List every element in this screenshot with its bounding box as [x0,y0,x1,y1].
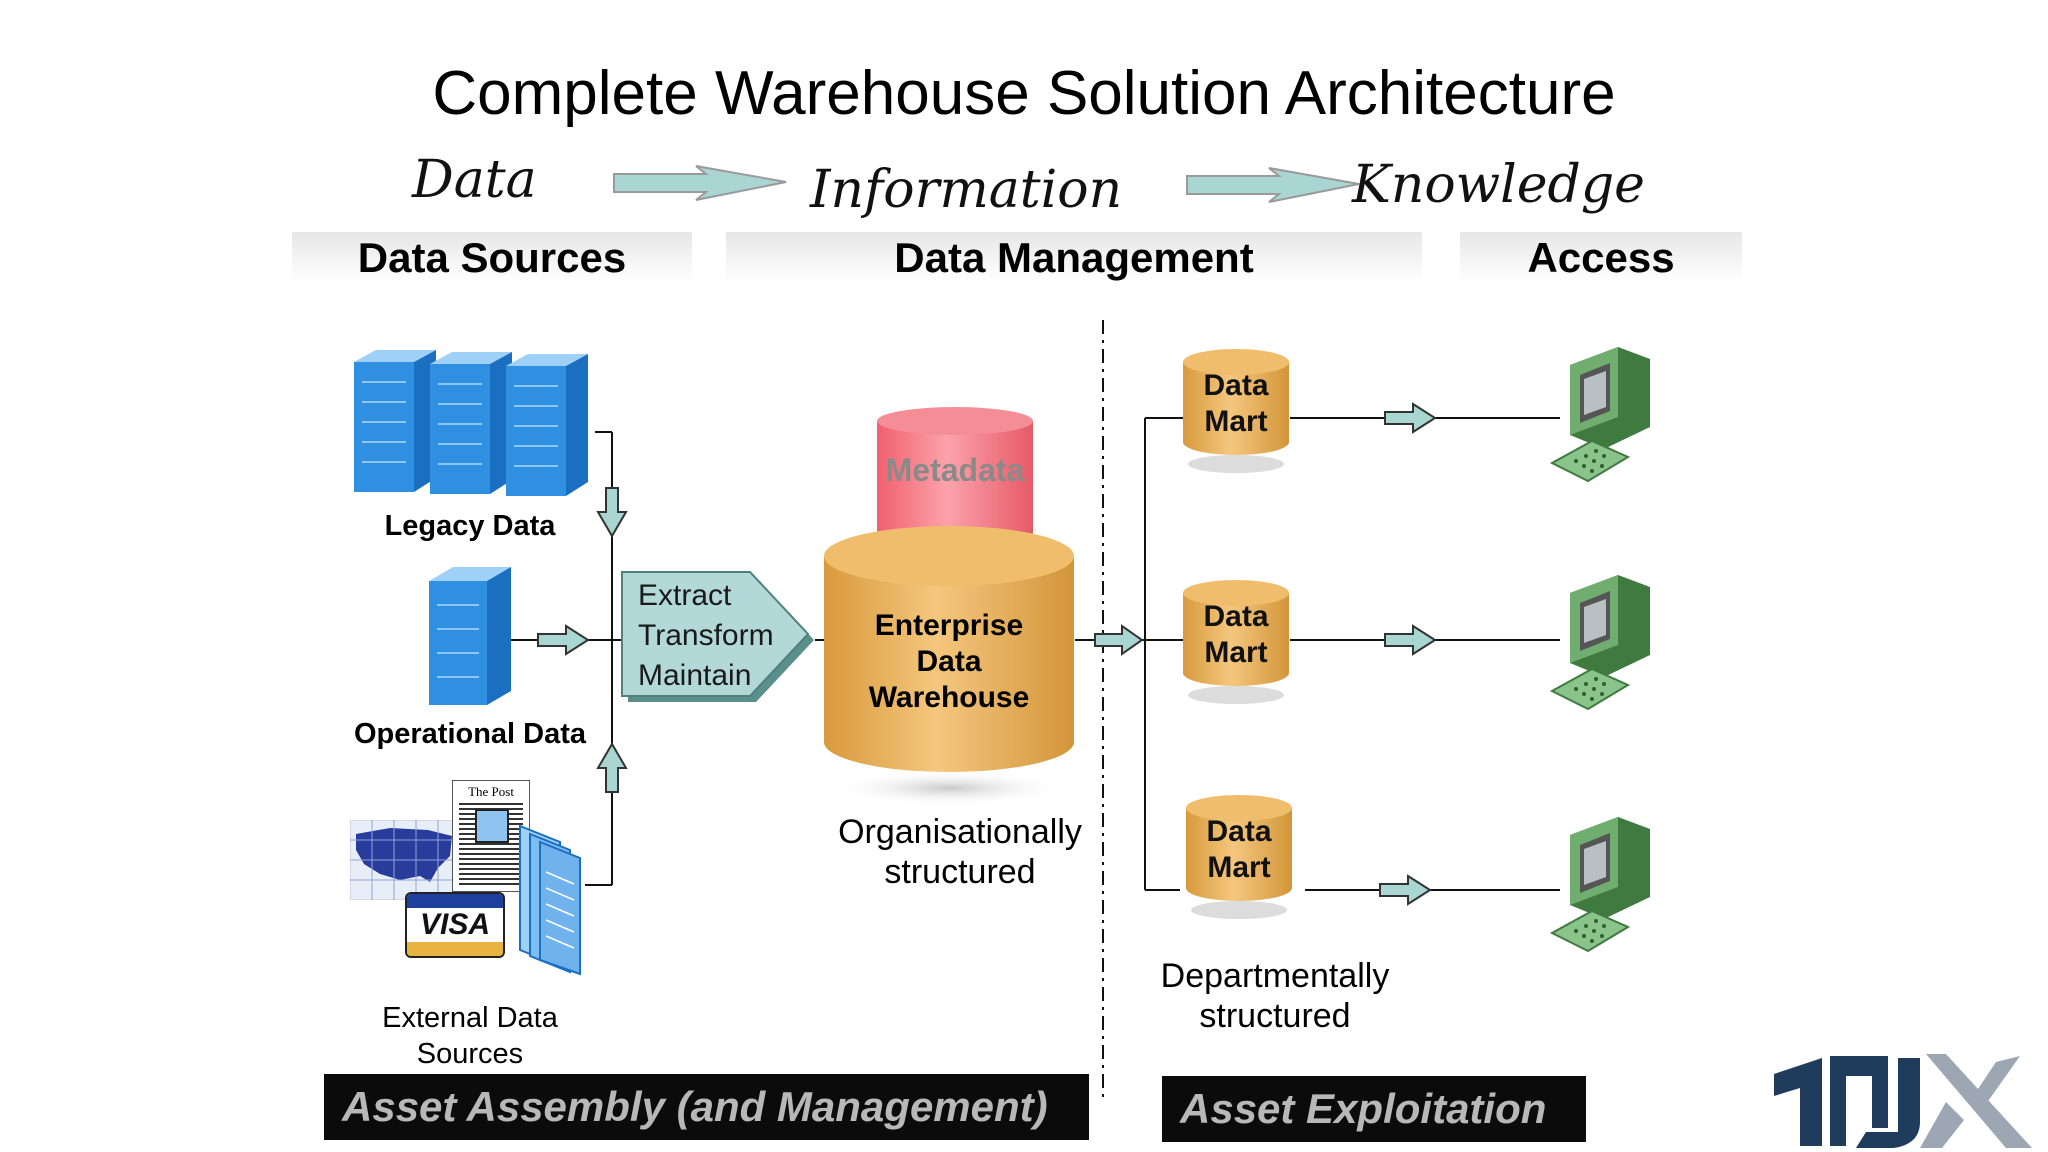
asset-assembly-banner: Asset Assembly (and Management) [324,1074,1089,1140]
data-mart-cylinder-2 [1183,580,1289,704]
column-header-data-sources: Data Sources [357,234,627,281]
etl-label: Extract Transform Maintain [638,579,774,692]
us-map-icon [350,820,460,900]
column-band-management [726,232,1422,284]
flow-word-information: Information [810,160,1123,220]
enterprise-data-warehouse-cylinder [824,526,1074,806]
documents-stack-icon [519,824,581,976]
metadata-cylinder [877,407,1033,549]
asset-exploitation-banner: Asset Exploitation [1162,1076,1586,1142]
credit-card-icon: VISA [405,892,505,958]
external-data-cluster: The Post VISA [350,780,590,980]
legacy-data-label: Legacy Data [384,510,556,542]
column-header-access: Access [1527,234,1675,281]
newspaper-masthead: The Post [468,784,514,799]
terminal-3-icon [1549,817,1650,953]
departmentally-structured-caption: Departmentally structured [1160,957,1390,1035]
terminal-1-icon [1549,347,1650,483]
flow-word-knowledge: Knowledge [1352,155,1645,215]
column-band-access [1460,232,1742,284]
data-mart-3: Data Mart [1183,792,1295,922]
enterprise-data-warehouse-label: Enterprise Data Warehouse [868,609,1030,714]
flow-arrow-information-to-knowledge-icon [1186,167,1360,203]
organisationally-structured-caption: Organisationally structured [838,813,1082,891]
flow-arrow-data-to-information-icon [613,165,787,201]
metadata-label: Metadata [885,452,1025,488]
company-logo-icon [1774,1054,2032,1148]
legacy-servers-icon [354,350,588,496]
data-mart-1: Data Mart [1180,346,1292,476]
flow-word-data: Data [412,150,537,210]
card-brand-label: VISA [419,908,491,941]
etl-process-shape [621,571,814,702]
data-mart-2: Data Mart [1180,577,1292,707]
page-title: Complete Warehouse Solution Architecture [432,59,1616,128]
external-data-sources-label: External Data Sources [382,1002,558,1070]
operational-data-label: Operational Data [353,718,587,750]
terminal-2-icon [1549,575,1650,711]
column-band-sources [292,232,692,284]
data-mart-cylinder-3 [1186,795,1292,919]
data-mart-cylinder-1 [1183,349,1289,473]
operational-server-icon [429,567,511,705]
column-header-data-management: Data Management [894,234,1254,281]
